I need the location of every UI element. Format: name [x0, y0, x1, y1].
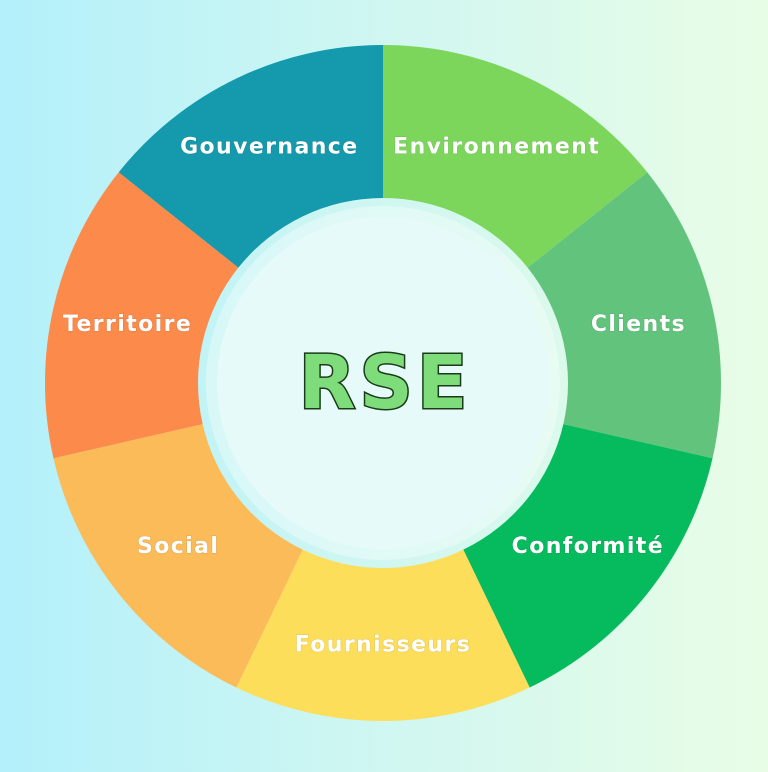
segment-social	[53, 424, 303, 688]
segment-fournisseurs	[236, 549, 530, 721]
segment-gouvernance	[118, 45, 383, 268]
labels-group: EnvironnementClientsConformitéFournisseu…	[62, 134, 686, 658]
segments-group	[45, 45, 721, 721]
segment-label-territoire: Territoire	[63, 312, 192, 337]
segment-label-conformite: Conformité	[512, 534, 664, 559]
segment-label-fournisseurs: Fournisseurs	[295, 633, 471, 658]
center-title: RSE	[299, 340, 472, 426]
segment-label-social: Social	[137, 534, 219, 559]
segment-label-clients: Clients	[591, 312, 686, 337]
center-disc	[217, 217, 549, 549]
segment-environnement	[383, 45, 648, 268]
segment-label-environnement: Environnement	[393, 134, 600, 159]
segment-conformite	[463, 424, 713, 688]
segment-territoire	[45, 172, 239, 459]
segment-label-gouvernance: Gouvernance	[180, 134, 358, 159]
segment-clients	[527, 172, 721, 459]
